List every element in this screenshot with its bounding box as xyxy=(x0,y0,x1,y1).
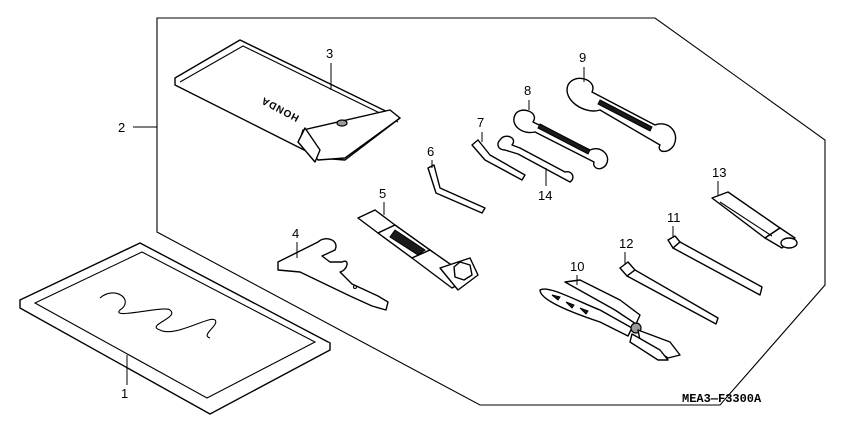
callout-9: 9 xyxy=(579,50,586,65)
callout-3: 3 xyxy=(326,46,333,61)
spark-plug-wrench xyxy=(357,209,479,291)
callout-11: 11 xyxy=(667,210,681,225)
screwdriver-handle xyxy=(711,191,798,249)
tool-bag: HONDA xyxy=(174,39,401,163)
callout-4: 4 xyxy=(292,226,299,241)
open-end-wrench-medium xyxy=(513,109,609,170)
phillips-screwdriver-bit xyxy=(667,235,763,296)
pin-spanner xyxy=(277,238,389,311)
hex-key-large xyxy=(427,164,486,214)
hex-key-small xyxy=(471,139,526,181)
open-end-wrench-small xyxy=(497,135,574,183)
owners-manual-bag xyxy=(19,242,331,415)
open-end-wrench-large xyxy=(566,77,677,153)
callout-1: 1 xyxy=(121,386,128,401)
callout-12: 12 xyxy=(619,236,633,251)
callout-2: 2 xyxy=(118,120,125,135)
callout-8: 8 xyxy=(524,83,531,98)
callout-7: 7 xyxy=(477,115,484,130)
callout-10: 10 xyxy=(570,259,584,274)
callout-13: 13 xyxy=(712,165,726,180)
drawing-code: MEA3—F3300A xyxy=(682,392,762,406)
kit-boundary xyxy=(156,17,826,406)
callout-5: 5 xyxy=(379,186,386,201)
callout-6: 6 xyxy=(427,144,434,159)
pliers xyxy=(539,279,681,361)
callout-14: 14 xyxy=(538,188,552,203)
